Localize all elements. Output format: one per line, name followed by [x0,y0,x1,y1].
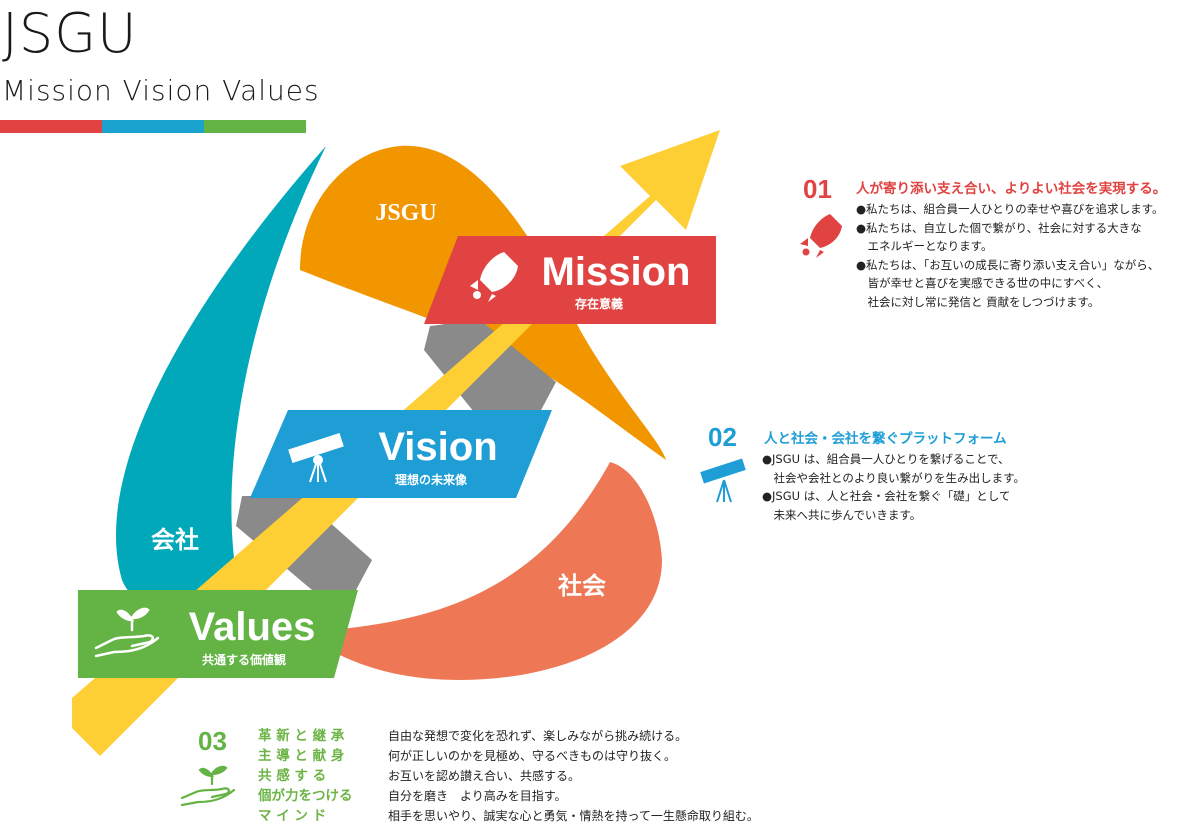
section01-bullet: エネルギーとなります。 [856,239,993,253]
section01-title: 人が寄り添い支え合い、よりよい社会を実現する。 [856,181,1167,197]
jsgu-label: JSGU [375,200,436,226]
section02-title: 人と社会・会社を繋ぐプラットフォーム [764,431,1007,447]
section02-number: 02 [708,422,737,452]
values-row-desc: 自分を磨き より高みを目指す。 [388,789,567,803]
vision-card [250,410,552,498]
telescope-icon [288,432,344,483]
company-label: 会社 [151,525,199,554]
mission-title: Mission [542,250,691,294]
values-row-desc: お互いを認め讃え合い、共感する。 [388,769,581,783]
rocket-icon [470,252,518,302]
section01-bullet: 社会に対し常に発信と 貢献をしつづけます。 [856,294,1100,309]
section01-bullet: ●私たちは、自立した個で繋がり、社会に対する大きな [856,220,1142,235]
section01-bullet: ●私たちは、組合員一人ひとりの幸せや喜びを追求します。 [856,202,1164,216]
brand-logo-text: JSGU [2,2,138,65]
section03-sprout-icon [180,765,236,807]
values-row-key: 共 感 す る [258,768,327,784]
stripe-green [204,120,306,133]
values-row: 主 導 と 献 身 何が正しいのかを見極め、守るべきものは守り抜く。 [258,746,858,766]
section02-bullet: ●JSGU は、組合員一人ひとりを繋げることで、 [762,452,1010,466]
stripe-blue [102,120,204,133]
values-row-desc: 相手を思いやり、誠実な心と勇気・情熱を持って一生懸命取り組む。 [388,809,759,823]
values-row: 革 新 と 継 承 自由な発想で変化を恐れず、楽しみながら挑み続ける。 [258,726,858,746]
section01-bullet: ●私たちは、「お互いの成長に寄り添い支え合い」ながら、 [856,257,1160,272]
values-row: 共 感 す る お互いを認め讃え合い、共感する。 [258,766,858,786]
company-swoosh [115,146,326,612]
section02-bullet: ●JSGU は、人と社会・会社を繋ぐ「礎」として [762,489,1011,503]
values-title: Values [189,605,316,649]
sprout-in-hand-icon [94,607,160,658]
section03-number: 03 [198,726,227,756]
society-label: 社会 [558,571,606,600]
section02-telescope-icon [700,458,746,503]
vision-subtitle: 理想の未来像 [395,472,468,487]
section02-bullet: 未来へ共に歩んでいきます。 [762,507,922,522]
section01-number: 01 [803,174,832,204]
values-row-key: マ イ ン ド [258,808,327,824]
section02-bullet: 社会や会社とのより良い繋がりを生み出します。 [762,470,1026,485]
values-row-key: 革 新 と 継 承 [258,728,345,744]
vision-title: Vision [378,425,497,469]
section01-rocket-icon [800,214,842,258]
values-row-key: 主 導 と 献 身 [258,748,345,764]
mission-subtitle: 存在意義 [574,296,623,311]
values-row-desc: 何が正しいのかを見極め、守るべきものは守り抜く。 [388,749,677,763]
section02-bullets: ●JSGU は、組合員一人ひとりを繋げることで、 社会や会社とのより良い繋がりを… [762,450,1025,524]
values-row-key: 個が力をつける [258,788,353,804]
values-row: 個が力をつける 自分を磨き より高みを目指す。 [258,786,858,806]
section01-bullet: 皆が幸せと喜びを実感できる世の中にすべく、 [856,276,1109,290]
values-row: マ イ ン ド 相手を思いやり、誠実な心と勇気・情熱を持って一生懸命取り組む。 [258,806,858,826]
society-swoosh [330,462,662,680]
stripe-red [0,120,102,133]
values-row-desc: 自由な発想で変化を恐れず、楽しみながら挑み続ける。 [388,729,688,743]
tagline: Mission Vision Values [2,74,320,107]
section01-bullets: ●私たちは、組合員一人ひとりの幸せや喜びを追求します。 ●私たちは、自立した個で… [856,200,1164,311]
values-subtitle: 共通する価値観 [202,652,286,667]
section03-values-list: 革 新 と 継 承 自由な発想で変化を恐れず、楽しみながら挑み続ける。 主 導 … [258,726,858,836]
